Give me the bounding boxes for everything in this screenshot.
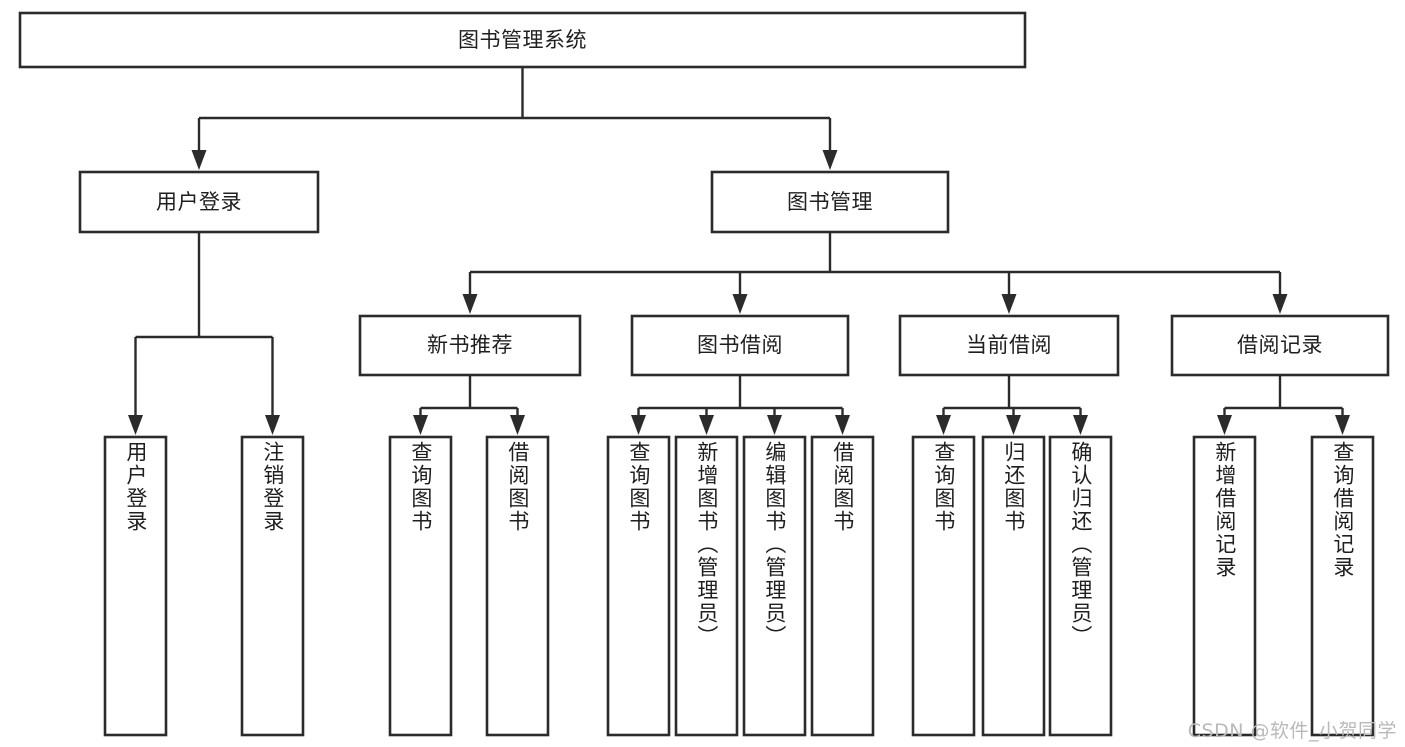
node-box-leaf-login-1[interactable] (103, 435, 168, 737)
node-box-leaf-bor-2[interactable] (674, 435, 739, 737)
arrowhead-icon (631, 415, 646, 435)
node-box-leaf-bor-1[interactable] (606, 435, 671, 737)
arrowhead-icon (128, 415, 143, 435)
node-box-leaf-cur-1[interactable] (911, 435, 976, 737)
arrowhead-icon (1335, 415, 1350, 435)
arrowhead-icon (191, 150, 207, 170)
node-box-leaf-cur-3[interactable] (1048, 435, 1113, 737)
node-box-login[interactable] (78, 170, 320, 234)
arrowhead-icon (936, 415, 951, 435)
node-box-leaf-bor-3[interactable] (742, 435, 807, 737)
node-box-borrow[interactable] (630, 314, 850, 377)
arrowhead-icon (1006, 415, 1021, 435)
arrowhead-icon (1073, 415, 1088, 435)
arrowhead-icon (835, 415, 850, 435)
arrowhead-icon (510, 415, 525, 435)
arrowhead-icon (1217, 415, 1232, 435)
node-box-root[interactable] (18, 11, 1027, 69)
arrowhead-icon (822, 150, 838, 170)
node-box-leaf-login-2[interactable] (240, 435, 305, 737)
node-box-records[interactable] (1170, 314, 1390, 377)
arrowhead-icon (1001, 294, 1017, 314)
edges-layer (128, 67, 1350, 435)
arrowhead-icon (462, 294, 478, 314)
node-box-leaf-cur-2[interactable] (981, 435, 1046, 737)
node-box-leaf-new-2[interactable] (485, 435, 550, 737)
node-box-current[interactable] (898, 314, 1120, 377)
node-box-newbook[interactable] (358, 314, 582, 377)
node-box-leaf-rec-1[interactable] (1192, 435, 1257, 737)
arrowhead-icon (413, 415, 428, 435)
watermark: CSDN @软件_小贺同学 (1187, 720, 1397, 742)
node-box-bookmgmt[interactable] (710, 170, 950, 234)
arrowhead-icon (767, 415, 782, 435)
node-box-leaf-bor-4[interactable] (810, 435, 875, 737)
arrowhead-icon (265, 415, 280, 435)
arrowhead-icon (1272, 294, 1288, 314)
node-box-leaf-rec-2[interactable] (1310, 435, 1375, 737)
arrowhead-icon (732, 294, 748, 314)
boxes-layer (18, 11, 1390, 737)
node-box-leaf-new-1[interactable] (388, 435, 453, 737)
arrowhead-icon (699, 415, 714, 435)
